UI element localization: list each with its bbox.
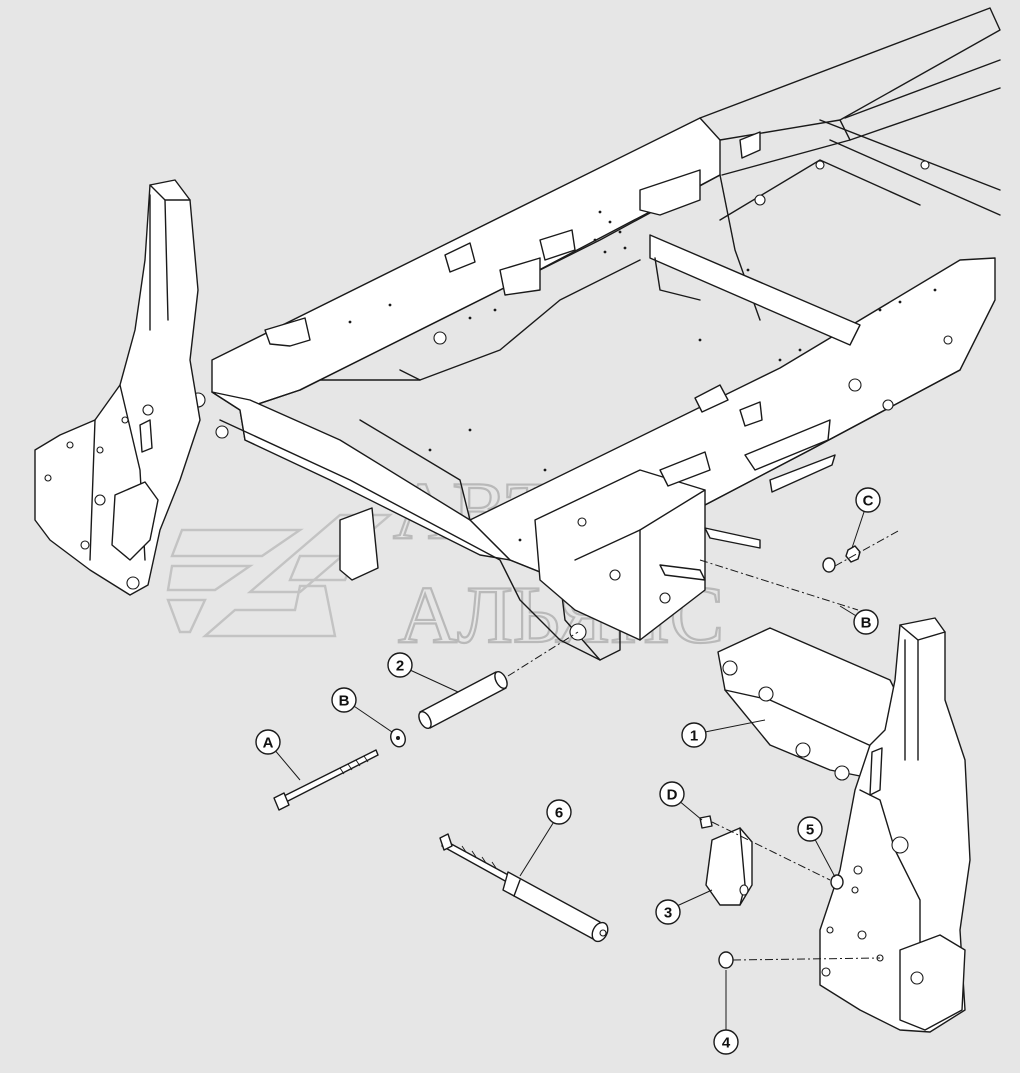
callout-2: 2	[387, 652, 413, 678]
callout-b-washer-label: B	[339, 693, 350, 710]
part-c-nut	[822, 545, 861, 573]
part-a-long-bolt	[273, 749, 379, 811]
part-3-cover	[705, 827, 753, 906]
callout-b-washer: B	[331, 687, 357, 713]
callout-4: 4	[713, 1029, 739, 1055]
callout-6-label: 6	[555, 805, 563, 822]
part-2-spacer-tube	[418, 671, 508, 729]
callout-d-label: D	[667, 787, 678, 804]
callout-6: 6	[546, 799, 572, 825]
callout-3-label: 3	[664, 905, 672, 922]
vehicle-frame	[190, 7, 1001, 661]
callout-b-frame-label: B	[861, 615, 872, 632]
callout-5: 5	[797, 816, 823, 842]
left-bumper-bracket	[34, 179, 201, 596]
part-5-grommet	[830, 874, 844, 890]
callout-1-label: 1	[690, 728, 698, 745]
callout-4-label: 4	[722, 1035, 731, 1052]
callout-c-label: C	[863, 493, 874, 510]
callout-5-label: 5	[806, 822, 814, 839]
callout-b-frame: B	[853, 609, 879, 635]
part-4-plug	[718, 951, 734, 969]
callout-a-label: A	[263, 735, 274, 752]
callout-3: 3	[655, 899, 681, 925]
part-b-washer	[390, 728, 406, 748]
part-d-screw	[699, 815, 713, 829]
part-6-shock-absorber	[439, 833, 609, 943]
callout-c: C	[855, 487, 881, 513]
callout-2-label: 2	[396, 658, 404, 675]
part-1-right-bumper-bracket	[717, 617, 971, 1033]
callout-a: A	[255, 729, 281, 755]
callout-d: D	[659, 781, 685, 807]
callout-1: 1	[681, 722, 707, 748]
assembly-lines	[507, 529, 901, 961]
